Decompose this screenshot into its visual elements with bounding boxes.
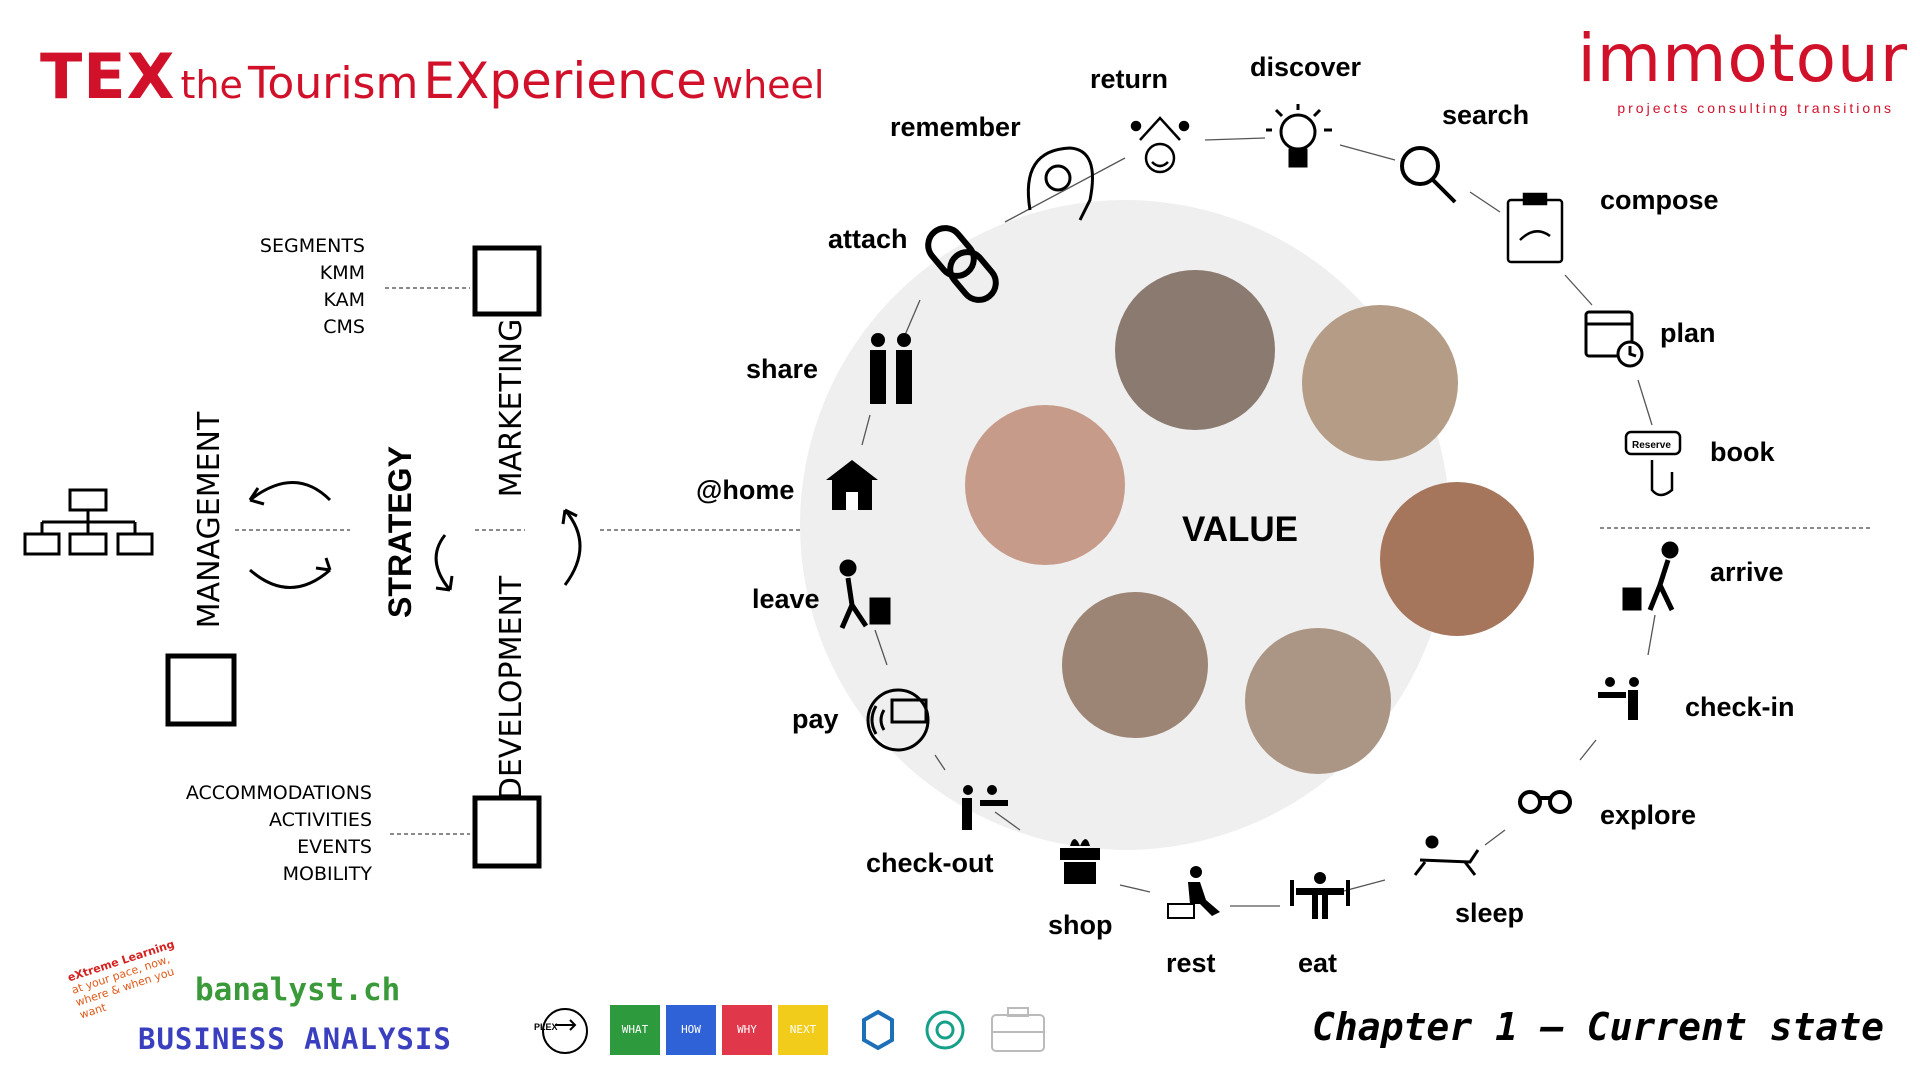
marketing-item-4: CMS [323,316,365,338]
gift-icon [1060,839,1100,884]
title-tex: TEX [40,40,176,113]
title-the: the [180,63,243,107]
resting-person-icon [1167,866,1220,919]
sunbed-icon [1413,835,1480,876]
marketing-square [472,245,542,317]
development-square [472,795,542,869]
label-attach: attach [828,224,908,254]
value-label: VALUE [1182,510,1299,549]
clipboard-icon [1506,192,1564,264]
label-rest: rest [1166,948,1216,978]
marketing-label: MARKETING [494,318,529,498]
dining-icon [1290,872,1350,919]
leaving-traveler-icon [839,559,891,629]
development-label: DEVELOPMENT [494,575,529,801]
checkout-desk-icon [962,785,1008,830]
portrait-1 [1115,270,1275,430]
house-icon [826,460,878,510]
immotour-logo: immotour projects consulting transitions [1577,20,1908,117]
label-search: search [1442,100,1530,130]
banalyst-link[interactable]: banalyst.ch [195,972,401,1008]
label-remember: remember [890,112,1021,142]
marketing-list: SEGMENTS KMM KAM CMS [240,233,365,341]
chain-link-icon [925,225,999,303]
portrait-4 [1380,482,1534,636]
development-list: ACCOMMODATIONS ACTIVITIES EVENTS MOBILIT… [160,780,372,888]
label-compose: compose [1600,185,1719,215]
label-eat: eat [1298,948,1338,978]
reception-icon [1598,677,1639,720]
development-item-4: MOBILITY [282,863,372,885]
logo-tagline: projects consulting transitions [1617,100,1894,116]
label-discover: discover [1250,52,1362,82]
label-leave: leave [752,584,820,614]
development-item-1: ACCOMMODATIONS [185,782,372,804]
badge-why[interactable]: WHY [722,1005,772,1055]
portrait-5 [1062,592,1208,738]
contactless-pay-icon [866,688,930,752]
reserve-hand-icon [1624,430,1682,497]
label-plan: plan [1660,318,1716,348]
label-book: book [1710,437,1775,467]
title-tourism: Tourism [248,58,419,109]
calendar-icon [1584,310,1644,368]
management-square [165,653,237,727]
chatgpt-icon [925,1010,965,1050]
badge-how[interactable]: HOW [666,1005,716,1055]
portrait-2 [1302,305,1458,461]
badge-next[interactable]: NEXT [778,1005,828,1055]
portrait-6 [1245,628,1391,774]
development-item-2: ACTIVITIES [268,809,372,831]
label-return: return [1090,64,1169,94]
label-shop: shop [1048,910,1113,940]
magnifier-icon [1400,146,1457,204]
page-title: TEX the Tourism EXperience wheel [40,40,825,113]
development-item-3: EVENTS [297,836,372,858]
label-arrive: arrive [1710,557,1784,587]
logo-name: immotour [1577,20,1908,97]
label-explore: explore [1600,800,1697,830]
binoculars-icon [1518,790,1572,814]
title-experience: EXperience [423,52,707,110]
label-sleep: sleep [1455,898,1525,928]
plex-label: PLEX [534,1022,558,1032]
label-checkout: check-out [866,848,994,878]
marketing-item-2: KMM [319,262,365,284]
people-sharing-icon [870,333,912,404]
label-pay: pay [792,704,839,734]
label-checkin: check-in [1685,692,1795,722]
lightbulb-icon [1266,104,1332,168]
title-wheel: wheel [712,63,825,107]
portrait-3 [965,405,1125,565]
strategy-label: STRATEGY [382,446,418,618]
business-analysis-label: BUSINESS ANALYSIS [138,1022,452,1056]
openai-icon [862,1009,894,1051]
org-chart-icon [23,488,154,556]
label-share: share [746,354,819,384]
cycle-arrows-icon [248,481,582,592]
marketing-item-1: SEGMENTS [259,235,365,257]
plex-icon [542,1008,588,1054]
label-home: @home [696,475,795,505]
traveler-icon [1622,541,1679,612]
chapter-title: Chapter 1 – Current state [1312,1005,1884,1049]
head-memory-icon [1026,146,1094,221]
management-label: MANAGEMENT [192,411,227,629]
briefcase-icon [991,1007,1045,1052]
reserve-label: Reserve [1632,440,1671,451]
badge-what[interactable]: WHAT [610,1005,660,1055]
jester-icon [1130,116,1190,174]
marketing-item-3: KAM [323,289,365,311]
